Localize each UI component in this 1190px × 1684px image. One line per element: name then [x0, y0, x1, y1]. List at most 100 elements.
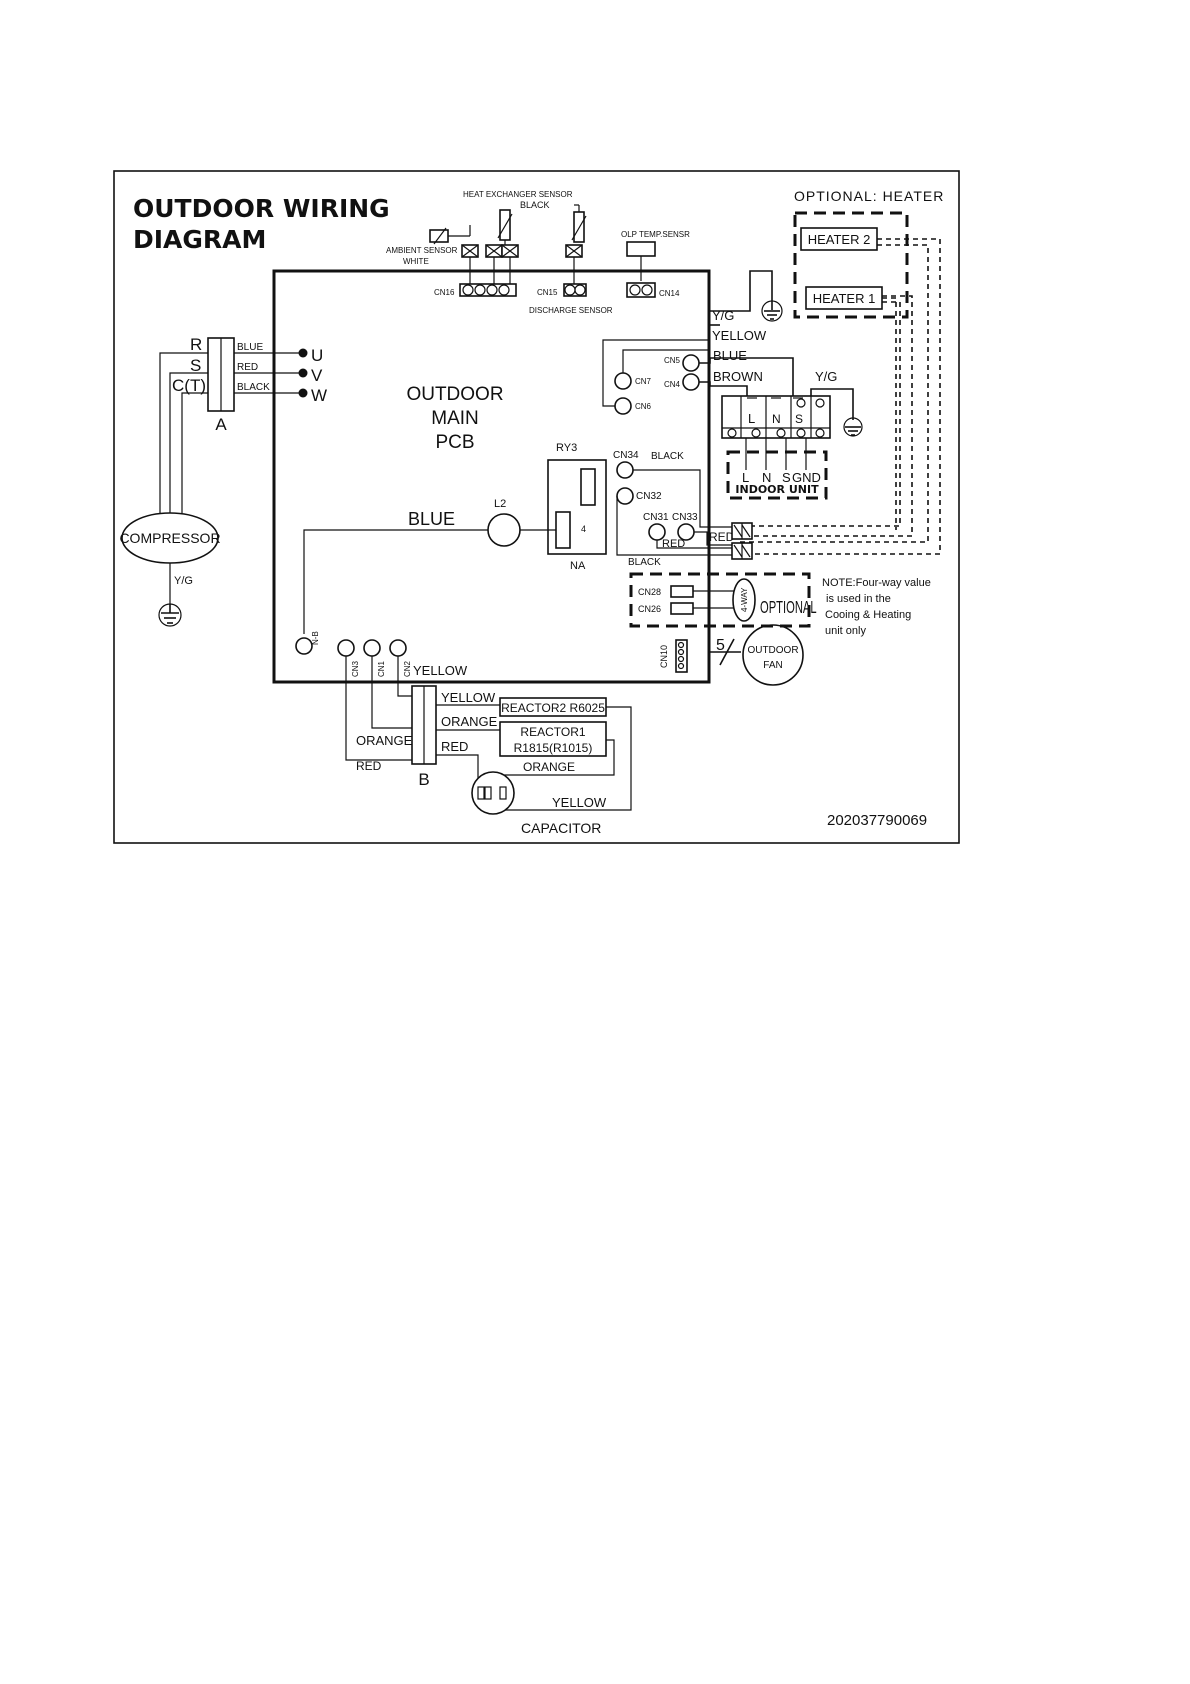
cn10-label: CN10	[659, 645, 669, 668]
red-label-cn33: RED	[709, 530, 735, 544]
black-wire-cn32	[616, 496, 735, 556]
compressor-wire-r	[159, 352, 208, 513]
heater2-wire-a	[740, 238, 941, 555]
brown-label-cn4: BROWN	[713, 369, 763, 384]
yg-label-compressor: Y/G	[174, 575, 193, 587]
heater-1-label: HEATER 1	[813, 291, 876, 306]
compressor-s-label: S	[190, 356, 201, 375]
yg-label-top: Y/G	[712, 308, 734, 323]
blue-label-u: BLUE	[237, 342, 263, 353]
block-b-label: B	[418, 770, 429, 789]
wire-cn2-to-b	[397, 656, 412, 697]
l2-inductor	[487, 513, 521, 547]
fan-wire-count: 5	[716, 637, 725, 654]
terminal-l-label: L	[748, 411, 755, 426]
heater-plug-lower	[731, 542, 753, 560]
olp-sensor-icon	[626, 241, 656, 257]
cn2-label: CN2	[403, 660, 412, 677]
cn3-label: CN3	[351, 660, 360, 677]
connector-cn7	[614, 372, 632, 390]
ground-icon-compressor	[158, 603, 182, 627]
blue-wire-l2	[303, 529, 488, 634]
black-label-w: BLACK	[237, 382, 270, 393]
olp-sensor-label: OLP TEMP.SENSR	[621, 230, 690, 239]
relay-contact	[555, 511, 571, 549]
red-wire-capacitor	[436, 754, 479, 788]
red-label-v: RED	[237, 362, 258, 373]
orange-wire-reactor1	[504, 739, 615, 776]
red-label-b: RED	[441, 739, 468, 754]
cn16-label: CN16	[434, 288, 455, 297]
cn15-label: CN15	[537, 288, 558, 297]
cn4-label: CN4	[664, 380, 681, 389]
brown-wire-cn4	[699, 381, 748, 396]
cn33-label: CN33	[672, 512, 698, 523]
diagram-frame	[113, 170, 960, 844]
optional-heater-title: OPTIONAL: HEATER	[794, 188, 944, 204]
cn6-label: CN6	[635, 402, 652, 411]
indoor-n-label: N	[762, 470, 771, 485]
connector-cn2	[389, 639, 407, 657]
blue-label-cn5: BLUE	[713, 348, 747, 363]
capacitor	[471, 771, 515, 815]
reactor-1-label-line1: REACTOR1	[520, 725, 585, 739]
yellow-label-cn2: YELLOW	[413, 663, 468, 678]
discharge-sensor-icon	[571, 204, 587, 243]
relay-na: NA	[570, 560, 586, 572]
compressor-terminal-block-a	[207, 337, 235, 412]
ambient-sensor-icon	[429, 225, 471, 245]
discharge-sensor-label: DISCHARGE SENSOR	[529, 306, 613, 315]
heater1-wire-a	[740, 295, 913, 537]
red-label-cn31: RED	[662, 538, 685, 550]
connector-cn3	[337, 639, 355, 657]
yg-wire-terminal	[810, 388, 854, 420]
four-way-valve-coil	[732, 578, 756, 622]
relay-ry3	[547, 459, 607, 555]
cn6-wire	[602, 339, 709, 407]
heater-plug-upper	[731, 522, 753, 540]
terminal-s-label: S	[795, 412, 803, 426]
yg-ground-wire-top	[709, 270, 773, 312]
terminal-u-dot	[298, 348, 308, 358]
cn26-label: CN26	[638, 604, 661, 614]
reactor-1-label-line2: R1815(R1015)	[514, 741, 593, 755]
l2-label: L2	[494, 498, 506, 510]
main-pcb-board	[272, 269, 711, 684]
yg-label-terminal: Y/G	[815, 369, 837, 384]
compressor-r-label: R	[190, 335, 202, 354]
sensor-plugs-cn15	[565, 244, 583, 285]
cn7-wire	[622, 349, 709, 373]
connector-cn15	[563, 283, 587, 297]
terminal-w-label: W	[311, 386, 327, 405]
yellow-label-b: YELLOW	[441, 690, 496, 705]
connector-cn14	[626, 282, 656, 298]
reactor-2-label: REACTOR2 R6025	[501, 701, 605, 715]
document-code: 202037790069	[827, 812, 927, 829]
block-a-label: A	[215, 415, 227, 434]
orange-label-left: ORANGE	[356, 733, 413, 748]
four-way-optional-label: OPTIONAL	[760, 599, 817, 618]
compressor-wire-s	[169, 372, 208, 513]
black-label-cn31: BLACK	[628, 557, 661, 568]
ground-icon-terminal	[843, 417, 863, 437]
heat-exchanger-sensor-color: BLACK	[520, 200, 550, 210]
reactor-1	[499, 721, 607, 757]
terminal-block	[721, 395, 831, 439]
pcb-label-line1: OUTDOOR	[406, 384, 503, 405]
relay-coil	[580, 468, 596, 506]
wire-cn3-to-b	[345, 656, 412, 761]
indoor-s-label: S	[782, 470, 791, 485]
yellow-label-capacitor: YELLOW	[552, 795, 607, 810]
blue-wire-cn5	[699, 357, 794, 396]
black-wire-cn34	[633, 469, 732, 528]
heater-2-label: HEATER 2	[808, 232, 871, 247]
red-wire-cn31	[656, 540, 735, 549]
compressor-ct-label: C(T)	[172, 376, 206, 395]
orange-label-reactor: ORANGE	[523, 760, 575, 774]
outdoor-fan-label-line1: OUTDOOR	[747, 645, 798, 656]
sensor-plugs-cn16	[461, 244, 519, 285]
yellow-label-top: YELLOW	[712, 328, 767, 343]
terminal-block-b	[411, 685, 437, 765]
outdoor-fan-label-line2: FAN	[763, 660, 782, 671]
